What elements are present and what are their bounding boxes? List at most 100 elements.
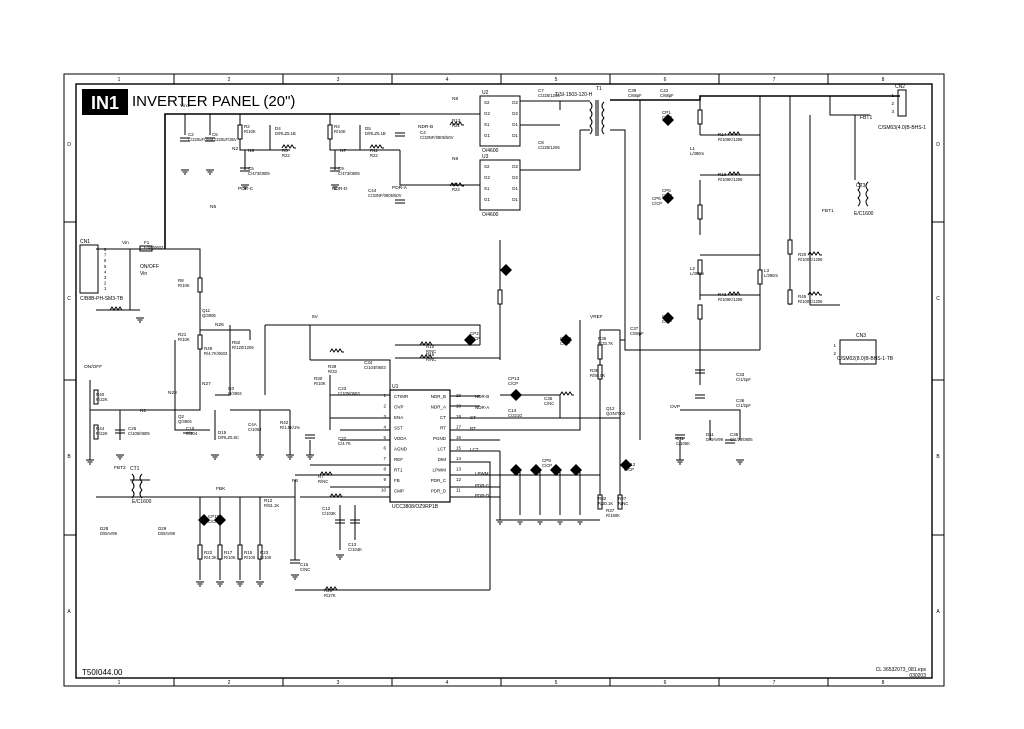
component-value: R/100K/1206 bbox=[718, 297, 743, 302]
component-value: R/100K/1206 bbox=[798, 299, 823, 304]
ceramic-capacitor-symbol bbox=[620, 459, 632, 471]
t1-part: T/SI-1503-120-H bbox=[555, 92, 593, 98]
resistor-zigzag bbox=[559, 391, 574, 396]
component-ref: C2 bbox=[188, 132, 194, 137]
component-value: C/105J bbox=[248, 427, 261, 432]
component-ref: R5 bbox=[282, 148, 288, 153]
ic-pin-label: SST bbox=[394, 426, 403, 431]
component-ref: R10 bbox=[426, 344, 435, 349]
component-value: R/1.5K/1% bbox=[280, 425, 300, 430]
ic-pin-label: FB bbox=[394, 478, 400, 483]
mosfet-pin-label: D2 bbox=[512, 111, 518, 116]
component-value: R/33 bbox=[328, 369, 338, 374]
component-value: R/NC bbox=[618, 501, 628, 506]
ic-pin-number: 8 bbox=[383, 467, 386, 472]
title-text: INVERTER PANEL (20") bbox=[132, 93, 295, 110]
ic-net-label: LPWM bbox=[475, 471, 489, 476]
component-value: R/33.7K bbox=[598, 341, 613, 346]
connector-pin-number: 2 bbox=[891, 101, 894, 106]
component-value: D/BAV99 bbox=[100, 531, 118, 536]
mosfet-pin-label: D1 bbox=[512, 133, 518, 138]
mosfet-pin-label: D2 bbox=[512, 175, 518, 180]
component-ref: R20 bbox=[798, 252, 807, 257]
ic-pin-number: 15 bbox=[456, 446, 462, 451]
ct1-name: CT1 bbox=[130, 466, 140, 472]
component-value: C/1/2pF bbox=[736, 403, 751, 408]
transformer-ct3 bbox=[857, 181, 869, 207]
component-ref: D29 bbox=[158, 526, 167, 531]
component-ref: C38 bbox=[730, 432, 739, 437]
component-ref: R30 bbox=[314, 376, 323, 381]
component-ref: L2 bbox=[690, 266, 696, 271]
ic-pin-number: 12 bbox=[456, 477, 462, 482]
resistor-zigzag bbox=[807, 291, 822, 296]
resistor-zigzag bbox=[329, 493, 344, 498]
ic-pin-number: 10 bbox=[381, 488, 387, 493]
connector-pin-number: 2 bbox=[833, 351, 836, 356]
component-ref: R42 bbox=[280, 420, 289, 425]
component-value: C/CP bbox=[542, 463, 552, 468]
component-value: D/BAV99 bbox=[158, 531, 176, 536]
ic-pin-number: 4 bbox=[383, 425, 386, 430]
resistor-symbol bbox=[757, 269, 763, 285]
net-label: NDR-B bbox=[418, 124, 433, 130]
ceramic-capacitor-symbol bbox=[550, 464, 562, 476]
component-ref: C4 bbox=[420, 130, 426, 135]
component-ref: R13 bbox=[452, 118, 461, 123]
resistor-zigzag bbox=[727, 171, 742, 176]
component-value: C/4.7K bbox=[338, 441, 351, 446]
mosfet-u2-part: O/4600 bbox=[482, 148, 499, 154]
parts bbox=[79, 89, 907, 591]
component-ref: D5 bbox=[365, 126, 371, 131]
component-value: R/10K bbox=[178, 337, 190, 342]
mosfet-u3 bbox=[479, 159, 521, 211]
resistor-zigzag bbox=[419, 354, 434, 359]
component-ref: R23 bbox=[260, 550, 269, 555]
row-marker-left: C bbox=[67, 296, 71, 302]
mosfet-pin-label: S1 bbox=[484, 186, 490, 191]
mosfet-u3-part: O/4600 bbox=[482, 212, 499, 218]
component-value: C/33NF/0805/50V bbox=[420, 135, 454, 140]
ceramic-capacitor-symbol bbox=[662, 114, 674, 126]
component-value: R/50.0K bbox=[590, 373, 605, 378]
net-label: Vin bbox=[122, 240, 129, 246]
t1-name: T1 bbox=[596, 86, 602, 92]
column-marker-top: 5 bbox=[555, 77, 558, 83]
component-value: R/4.3K bbox=[204, 555, 217, 560]
net-label: N1 bbox=[140, 408, 146, 414]
connector-pin-number: 6 bbox=[104, 258, 107, 263]
component-ref: R37 bbox=[606, 508, 615, 513]
outer-frame bbox=[63, 73, 945, 687]
ic-pin-label: PDR_D bbox=[431, 489, 447, 494]
component-ref: C9 bbox=[338, 166, 344, 171]
component-value: C/473/0805 bbox=[248, 171, 270, 176]
net-label: N5 bbox=[210, 204, 216, 210]
resistor-zigzag bbox=[449, 182, 464, 187]
resistor-symbol bbox=[327, 124, 333, 140]
resistor-zigzag bbox=[329, 348, 344, 353]
component-ref: R2 bbox=[244, 124, 250, 129]
connector-pin-number: 3 bbox=[891, 109, 894, 114]
component-ref: C10 bbox=[186, 426, 195, 431]
component-ref: R3 bbox=[452, 182, 458, 187]
ic-pin-label: REF bbox=[394, 457, 403, 462]
net-label: Vin1 bbox=[180, 103, 190, 109]
net-label: N2 bbox=[232, 146, 238, 152]
connector-pin-number: 7 bbox=[104, 253, 107, 258]
component-ref: R43 bbox=[718, 292, 727, 297]
ic-pin-label: LPWM bbox=[433, 468, 447, 473]
column-marker-top: 8 bbox=[882, 77, 885, 83]
mosfet-pin-label: G1 bbox=[484, 133, 491, 138]
column-marker-top: 3 bbox=[337, 77, 340, 83]
component-ref: L1 bbox=[690, 146, 696, 151]
column-marker-top: 2 bbox=[228, 77, 231, 83]
component-ref: R32 bbox=[598, 496, 607, 501]
cn3-part: C/SM02(8.0)B-BHS-1-TB bbox=[837, 356, 894, 362]
ceramic-capacitor-symbol bbox=[530, 464, 542, 476]
component-value: R22 bbox=[282, 153, 290, 158]
component-value: R/100 bbox=[244, 555, 256, 560]
mosfet-pin-label: S1 bbox=[484, 122, 490, 127]
mosfet-u3-name: U3 bbox=[482, 154, 489, 160]
